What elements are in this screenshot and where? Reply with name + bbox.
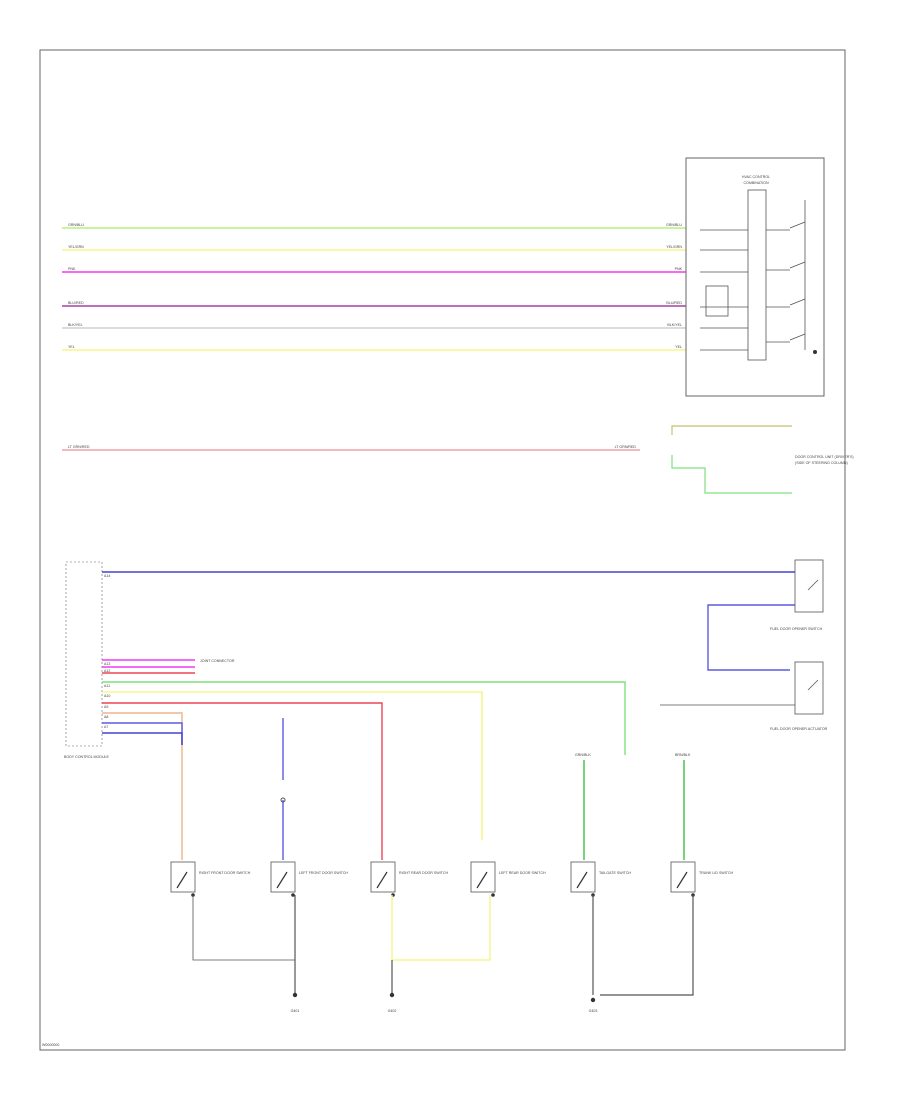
- sensor-body: [270, 861, 296, 893]
- sensor-label: TRUNK LID SWITCH: [699, 871, 734, 875]
- wire-1: GRN/BLU GRN/BLU: [62, 223, 686, 229]
- sensor-label: RIGHT FRONT DOOR SWITCH: [199, 871, 251, 875]
- sensor-body: [170, 861, 196, 893]
- fuel-door-actuator-label: FUEL DOOR OPENER ACTUATOR: [770, 727, 828, 731]
- sensor-body: [370, 861, 396, 893]
- diagram-frame: [39, 49, 846, 1051]
- fuel-door-switch-label: FUEL DOOR OPENER SWITCH: [770, 627, 823, 631]
- footer-code: W0000000: [42, 1043, 59, 1047]
- wire-label-right: BLU/RED: [666, 301, 682, 305]
- bcm-pin-label: A9: [104, 705, 108, 709]
- sensor-switch-blade: [276, 871, 288, 889]
- c1-label: GRN/BLK: [575, 753, 591, 757]
- sensor-switch-blade: [176, 871, 188, 889]
- bcm-pin-label: A13: [104, 662, 110, 666]
- wire-label-left: PNK: [68, 267, 76, 271]
- wire-4: BLU/RED BLU/RED: [62, 301, 686, 307]
- sensor-group: RIGHT FRONT DOOR SWITCH LEFT FRONT DOOR S…: [170, 861, 734, 897]
- c2-label: BRN/BLK: [675, 753, 691, 757]
- wire-label-left: LT GRN/RED: [68, 445, 90, 449]
- sensor-right-rear-door: RIGHT REAR DOOR SWITCH: [370, 861, 448, 897]
- sensor-left-rear-door: LEFT REAR DOOR SWITCH: [470, 861, 546, 897]
- wire-3: PNK PNK: [62, 267, 686, 273]
- bcm-pin-label: A10: [104, 694, 110, 698]
- door-control-branch: DOOR CONTROL UNIT (DRIVER'S) (SIDE OF ST…: [671, 425, 854, 494]
- sensor-left-front-door: LEFT FRONT DOOR SWITCH: [270, 861, 348, 897]
- bcm-pin-label: A14: [104, 574, 110, 578]
- joint-connector-label: JOINT CONNECTOR: [200, 659, 235, 663]
- bcm-label: BODY CONTROL MODULE: [64, 755, 110, 759]
- wire-label-left: YEL: [68, 345, 75, 349]
- sensor-body: [570, 861, 596, 893]
- ground-g403: G403: [589, 1009, 598, 1013]
- sensor-trunk-lid: TRUNK LID SWITCH: [670, 861, 734, 897]
- ground-labels: G401 G402 G403: [291, 1009, 598, 1013]
- wire-label-right: YEL: [675, 345, 682, 349]
- wire-label-right: PNK: [675, 267, 683, 271]
- wire-6: YEL YEL: [62, 345, 686, 351]
- wire-label-left: GRN/BLU: [68, 223, 84, 227]
- ground-g401: G401: [291, 1009, 300, 1013]
- wire-label-right: BLK/YEL: [667, 323, 682, 327]
- wire-label-left: BLK/YEL: [68, 323, 83, 327]
- switch-subtitle: COMBINATION: [743, 181, 768, 185]
- wire-2: YEL/GRN YEL/GRN: [62, 245, 686, 251]
- sensor-label: RIGHT REAR DOOR SWITCH: [399, 871, 448, 875]
- wire-label-left: YEL/GRN: [68, 245, 84, 249]
- sensor-switch-blade: [676, 871, 688, 889]
- sensor-switch-blade: [476, 871, 488, 889]
- bcm-pin-label: A7: [104, 725, 108, 729]
- wire-7: LT GRN/RED LT GRN/RED: [62, 445, 640, 451]
- sensor-label: LEFT REAR DOOR SWITCH: [499, 871, 546, 875]
- sensor-front-right-door: RIGHT FRONT DOOR SWITCH: [170, 861, 251, 897]
- sensor-label: TAILGATE SWITCH: [599, 871, 631, 875]
- bcm-pin-label: A8: [104, 715, 108, 719]
- switch-title: HVAC CONTROL: [742, 175, 770, 179]
- bcm-pin-label: A12: [104, 669, 110, 673]
- sensor-switch-blade: [376, 871, 388, 889]
- sensor-feeds: GRN/BLK BRN/BLK: [280, 718, 691, 860]
- door-control-label: DOOR CONTROL UNIT (DRIVER'S): [795, 455, 854, 459]
- upper-wire-group: GRN/BLU GRN/BLU YEL/GRN YEL/GRN PNK PNK BLU/RE…: [62, 223, 686, 451]
- wire-label-right: YEL/GRN: [666, 245, 682, 249]
- sensor-switch-blade: [576, 871, 588, 889]
- wire-label-right: LT GRN/RED: [615, 445, 637, 449]
- hvac-switch-unit: HVAC CONTROL COMBINATION: [685, 157, 825, 397]
- wire-label-right: GRN/BLU: [666, 223, 682, 227]
- fuel-door-wiring: FUEL DOOR OPENER SWITCH FUEL DOOR OPENER…: [102, 559, 828, 731]
- sensor-rear-hatch: TAILGATE SWITCH: [570, 861, 631, 897]
- wire-label-left: BLU/RED: [68, 301, 84, 305]
- sensor-terminal: [491, 893, 495, 897]
- bcm-outgoing-wires: JOINT CONNECTOR: [102, 659, 626, 860]
- sensor-terminal: [291, 893, 295, 897]
- ground-wiring: [192, 895, 694, 1003]
- bcm-module: BODY CONTROL MODULE: [64, 561, 110, 759]
- sensor-body: [670, 861, 696, 893]
- sensor-label: LEFT FRONT DOOR SWITCH: [299, 871, 348, 875]
- bcm-pin-label: A11: [104, 684, 110, 688]
- door-control-sub: (SIDE OF STEERING COLUMN): [795, 461, 848, 465]
- sensor-body: [470, 861, 496, 893]
- wire-5: BLK/YEL BLK/YEL: [62, 323, 686, 329]
- ground-g402: G402: [388, 1009, 397, 1013]
